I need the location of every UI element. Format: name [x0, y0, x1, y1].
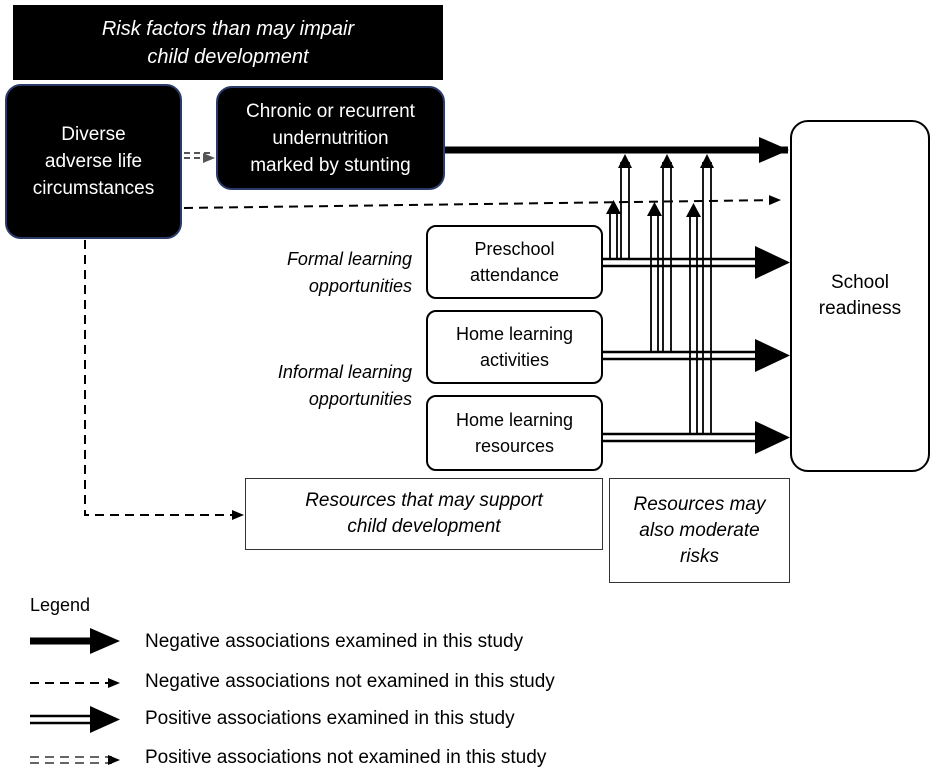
- preschool-attendance-box: Preschool attendance: [426, 225, 603, 299]
- arrow-adverse-to-school: [183, 195, 781, 209]
- formal-learning-label: Formal learning opportunities: [286, 249, 412, 296]
- adverse-circumstances-box: Diverse adverse life circumstances: [5, 84, 182, 239]
- arrow-adverse-to-undernutrition: [184, 152, 215, 163]
- moderation-arrow-preschool-upper: [618, 154, 632, 259]
- moderate-risks-box: Resources may also moderate risks: [609, 478, 790, 583]
- informal-learning-label: Informal learning opportunities: [277, 362, 412, 409]
- risk-factors-title: Risk factors than may impair child devel…: [13, 5, 443, 80]
- moderation-arrow-resources-lower: [686, 203, 701, 434]
- home-learning-resources-box: Home learning resources: [426, 395, 603, 471]
- arrow-adverse-to-support: [84, 240, 244, 520]
- legend-solid-thick-arrow: [30, 628, 120, 654]
- legend-item-positive-examined: Positive associations examined in this s…: [145, 708, 515, 729]
- legend-double-thick-arrow: [30, 706, 120, 733]
- legend-item-positive-not-examined: Positive associations not examined in th…: [145, 747, 547, 768]
- moderation-arrow-preschool-lower: [606, 200, 621, 259]
- arrow-activities-to-school: [603, 339, 790, 372]
- moderation-arrow-activities-upper: [660, 154, 674, 352]
- legend-item-negative-examined: Negative associations examined in this s…: [145, 631, 524, 652]
- moderation-arrow-activities-lower: [647, 202, 662, 352]
- undernutrition-box: Chronic or recurrent undernutrition mark…: [216, 86, 445, 190]
- moderation-arrow-resources-upper: [700, 154, 714, 434]
- school-readiness-box: School readiness: [790, 120, 930, 472]
- home-learning-activities-box: Home learning activities: [426, 310, 603, 384]
- legend-double-dashed-arrow: [30, 755, 120, 765]
- legend-item-negative-not-examined: Negative associations not examined in th…: [145, 671, 555, 692]
- arrow-resources-to-school: [603, 421, 790, 454]
- support-resources-box: Resources that may support child develop…: [245, 478, 603, 550]
- legend-title: Legend: [30, 595, 91, 615]
- legend-dashed-arrow: [30, 678, 120, 688]
